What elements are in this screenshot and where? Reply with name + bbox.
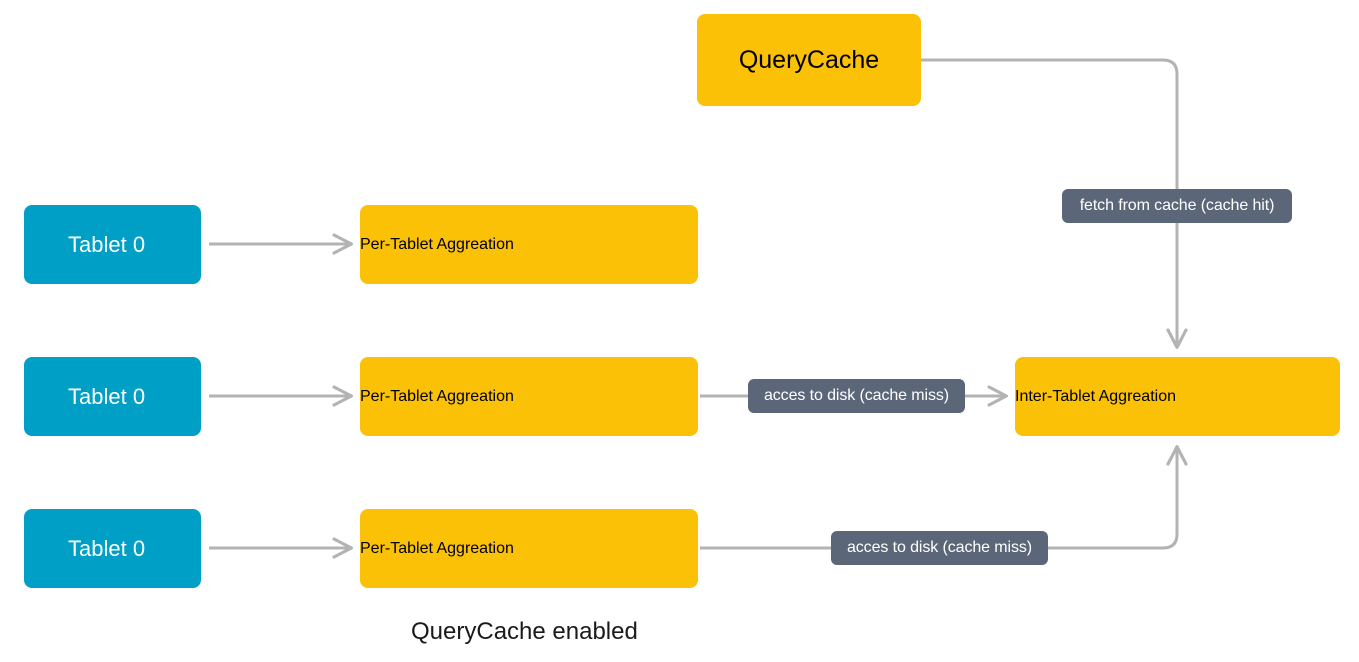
node-label: Per-Tablet Aggreation bbox=[360, 539, 514, 557]
node-tablet-0-row-3[interactable]: Tablet 0 bbox=[24, 509, 201, 588]
diagram-caption: QueryCache enabled bbox=[411, 618, 638, 645]
node-per-tablet-aggreation-row-2[interactable]: Per-Tablet Aggreation bbox=[360, 357, 698, 436]
node-label: Inter-Tablet Aggreation bbox=[1015, 387, 1176, 405]
node-label: QueryCache bbox=[738, 45, 880, 74]
node-label: Tablet 0 bbox=[68, 535, 146, 561]
node-label: Tablet 0 bbox=[68, 231, 146, 257]
node-tablet-0-row-1[interactable]: Tablet 0 bbox=[24, 205, 201, 284]
node-per-tablet-aggreation-row-3[interactable]: Per-Tablet Aggreation bbox=[360, 509, 698, 588]
edge-label-acces-to-disk-row-2: acces to disk (cache miss) bbox=[748, 379, 965, 413]
edge-label-fetch-from-cache: fetch from cache (cache hit) bbox=[1062, 189, 1292, 223]
connector-agg-3-to-inter-tablet bbox=[700, 445, 1188, 550]
node-tablet-0-row-2[interactable]: Tablet 0 bbox=[24, 357, 201, 436]
edge-label-acces-to-disk-row-3: acces to disk (cache miss) bbox=[831, 531, 1048, 565]
connector-querycache-to-inter-tablet bbox=[921, 58, 1188, 349]
node-inter-tablet-aggreation[interactable]: Inter-Tablet Aggreation bbox=[1015, 357, 1340, 436]
node-label: Per-Tablet Aggreation bbox=[360, 387, 514, 405]
node-label: Tablet 0 bbox=[68, 383, 146, 409]
node-label: Per-Tablet Aggreation bbox=[360, 235, 514, 253]
node-querycache[interactable]: QueryCache bbox=[697, 14, 921, 106]
node-per-tablet-aggreation-row-1[interactable]: Per-Tablet Aggreation bbox=[360, 205, 698, 284]
